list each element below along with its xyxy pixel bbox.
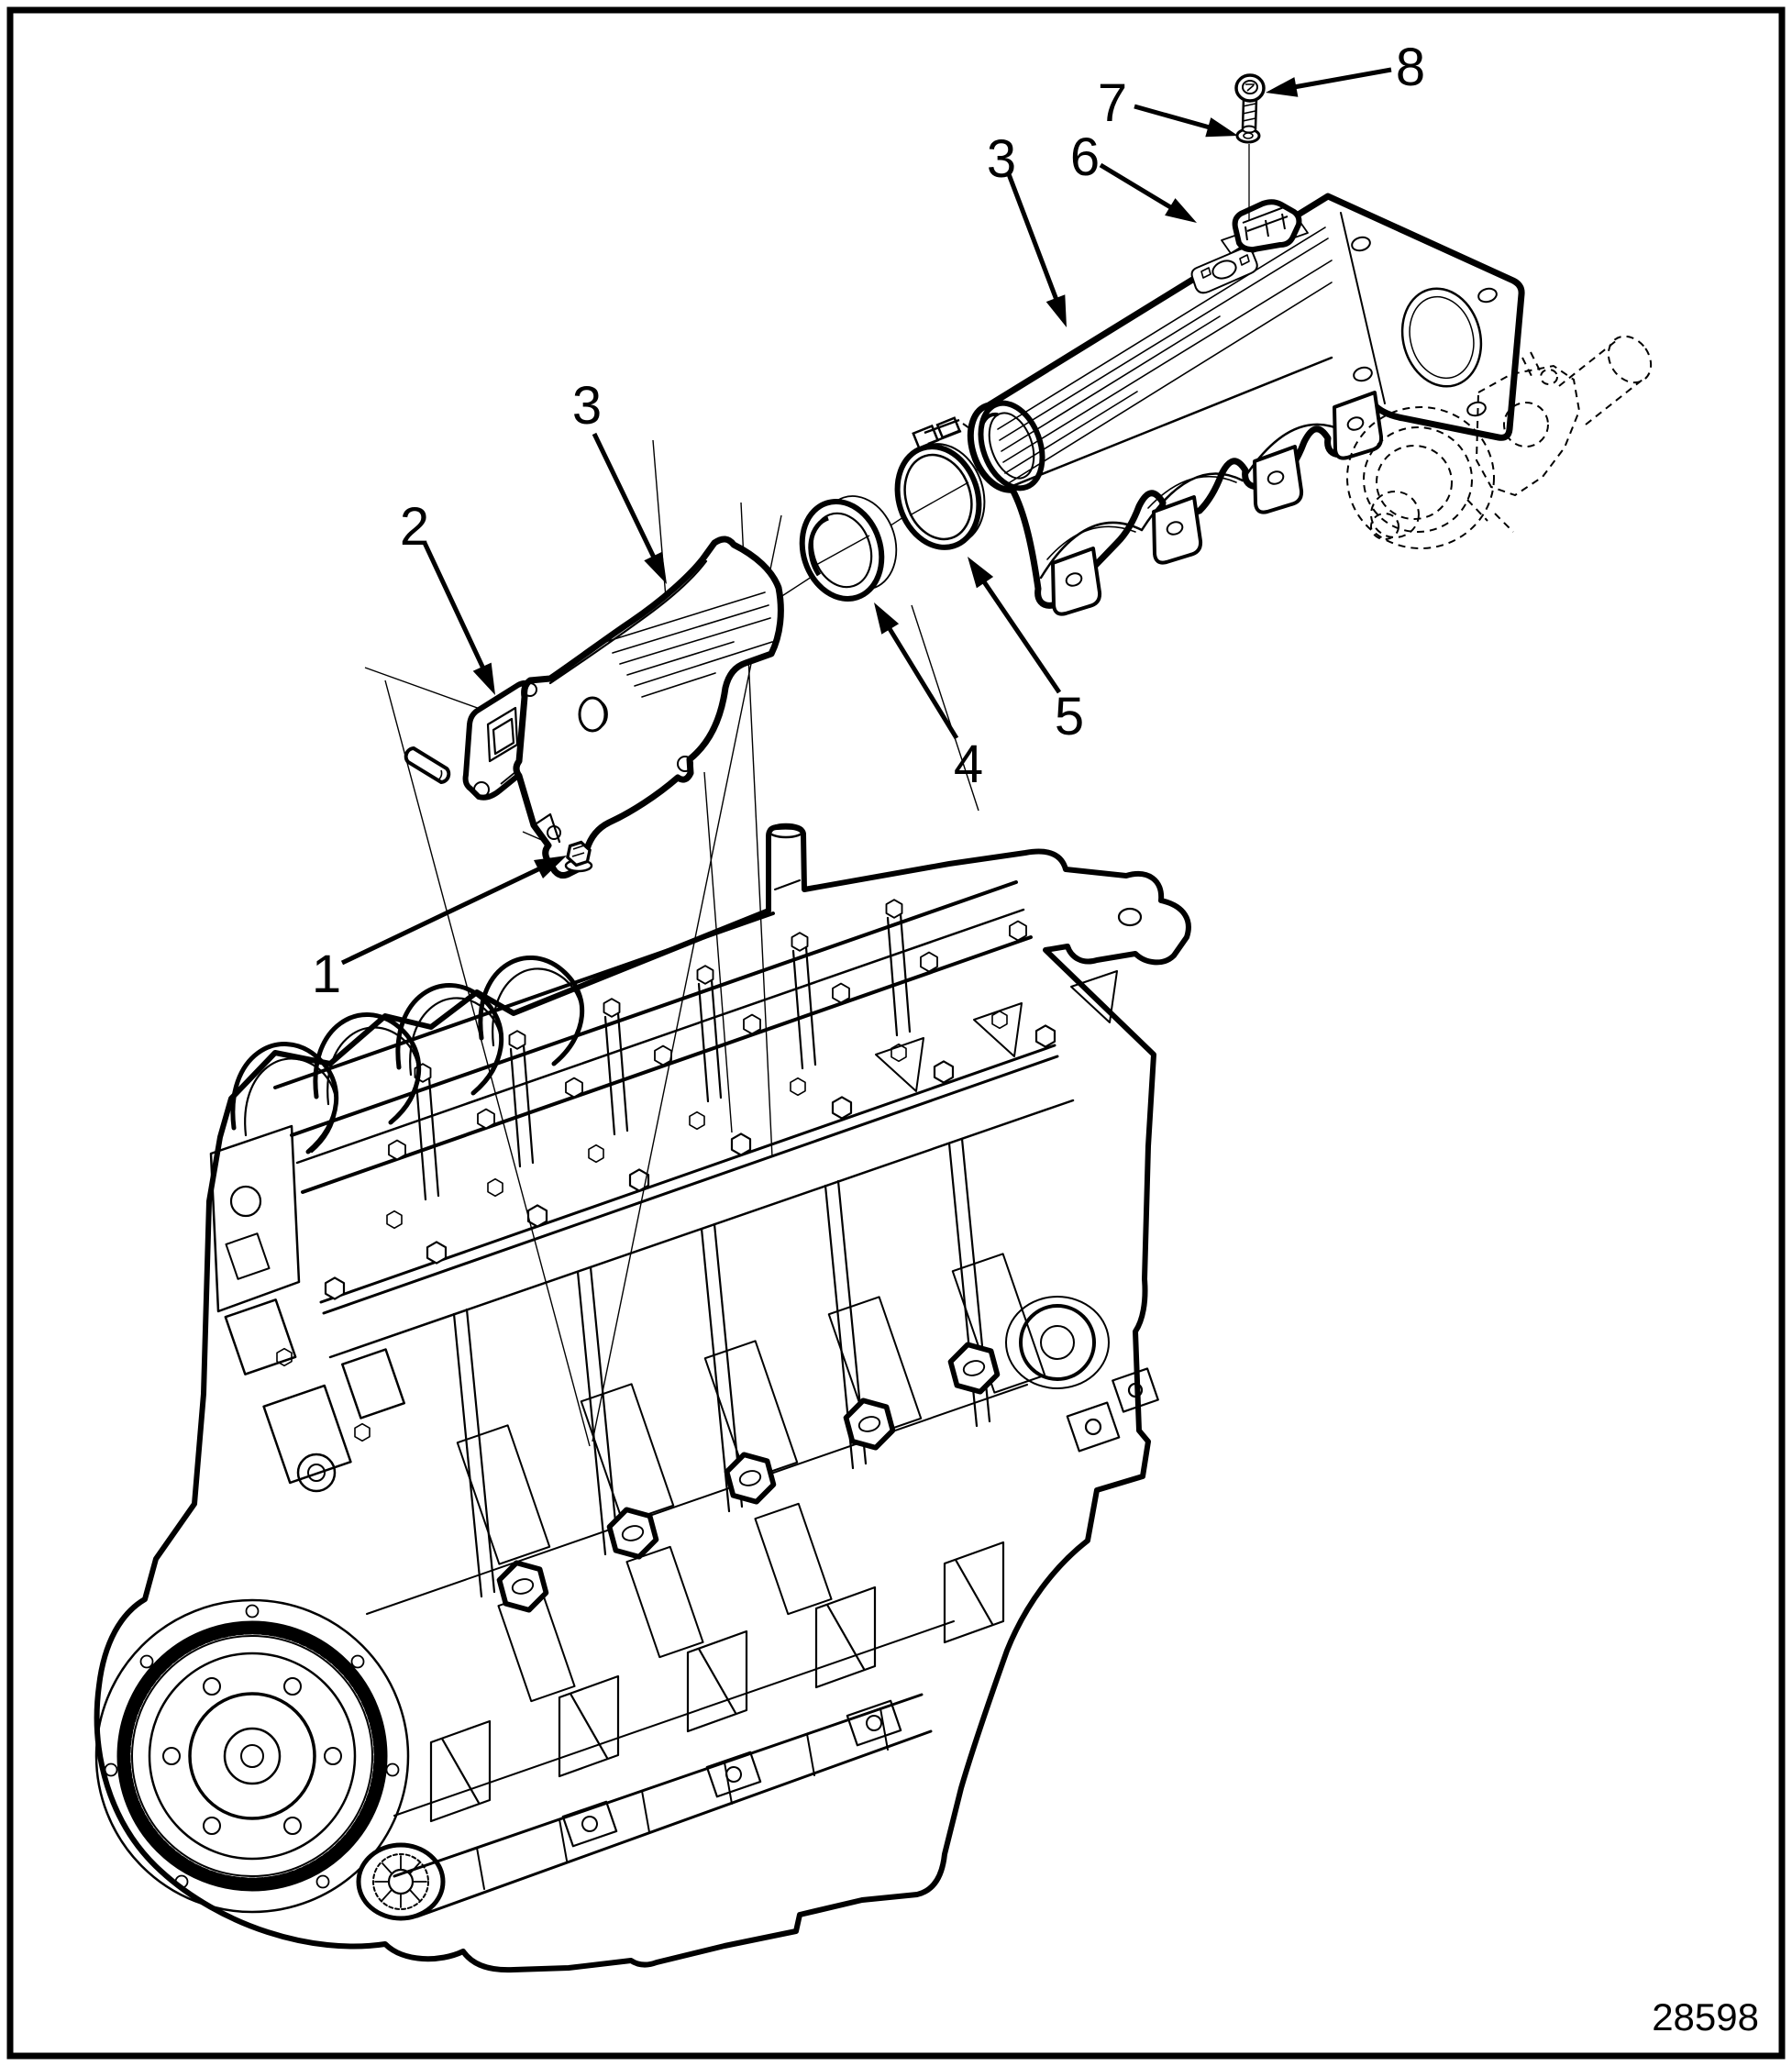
callout-5: 5	[968, 557, 1084, 746]
callout-6-label: 6	[1070, 127, 1100, 187]
breather-pipe-top	[767, 823, 805, 839]
engine-block-illustration	[94, 823, 1191, 1973]
callout-8-label: 8	[1396, 38, 1425, 97]
head-studs	[414, 899, 912, 1201]
flywheel	[94, 1598, 446, 1921]
callout-8: 8	[1266, 38, 1425, 97]
band-clamp	[894, 416, 986, 550]
pressure-sensor	[1232, 199, 1302, 253]
callout-1: 1	[312, 856, 567, 1004]
block-braces	[429, 1541, 1005, 1823]
intake-manifold	[967, 193, 1525, 616]
seal-ring	[799, 495, 898, 602]
callout-7: 7	[1098, 73, 1238, 138]
right-brackets	[1066, 907, 1159, 1453]
callout-3-elbow-label: 3	[572, 376, 602, 436]
crankshaft-gear	[356, 1842, 446, 1921]
callout-7-label: 7	[1098, 73, 1127, 133]
callout-2-label: 2	[400, 497, 429, 557]
sensor-bolt	[1234, 73, 1266, 134]
callout-4: 4	[874, 602, 983, 794]
mounting-bolt	[564, 838, 593, 873]
callout-3-manifold: 3	[987, 129, 1067, 327]
dowel-pin	[404, 746, 451, 785]
callouts: 1 2 3 3 4 5 6	[312, 38, 1425, 1004]
clamp-screw-hardware	[912, 416, 974, 450]
callout-1-label: 1	[312, 945, 341, 1004]
duct-face-lines	[604, 591, 773, 698]
ring-gear-teeth	[118, 1622, 386, 1890]
diagram-border	[6, 6, 1786, 2060]
callout-2: 2	[400, 497, 495, 695]
turbocharger-ghost	[1346, 335, 1653, 549]
engine-mount-boss	[1005, 1296, 1110, 1389]
head-gussets	[875, 970, 1118, 1092]
callout-3-elbow: 3	[572, 376, 667, 584]
callout-6: 6	[1070, 127, 1197, 223]
engine-outline	[94, 823, 1191, 1973]
elbow-duct	[513, 536, 784, 879]
manifold-face-lines	[997, 226, 1333, 485]
callout-4-label: 4	[954, 735, 983, 794]
figure-number: 28598	[1652, 1995, 1759, 2038]
injector-harness	[230, 956, 585, 1155]
callout-5-label: 5	[1055, 687, 1084, 746]
block-pockets	[456, 1253, 1046, 1703]
front-end-details	[209, 1124, 405, 1493]
valve-cover-top-edge	[273, 911, 775, 1089]
manifold-end-flange	[1340, 212, 1498, 417]
callout-3-manifold-label: 3	[987, 129, 1016, 189]
oil-pan-rails	[393, 1693, 933, 1918]
